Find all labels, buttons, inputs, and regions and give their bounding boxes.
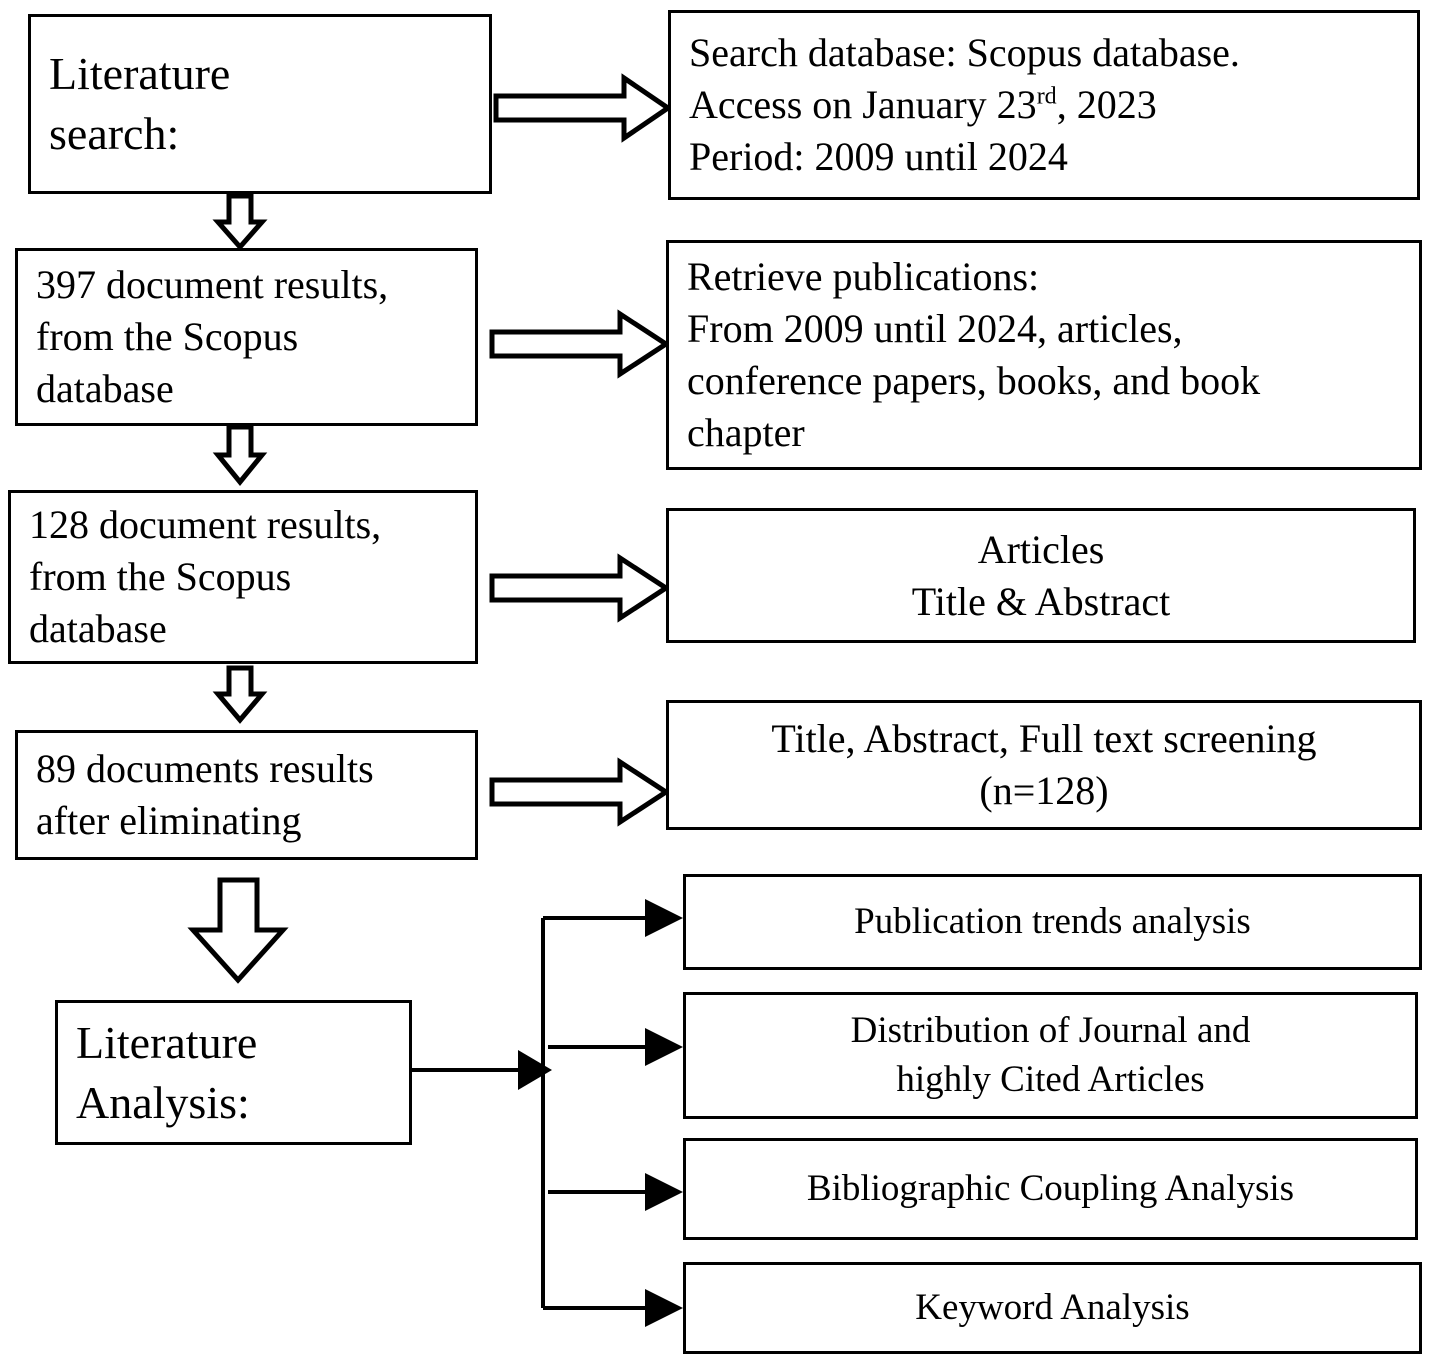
arrow-397-to-retrieve — [489, 309, 671, 379]
arrow-branch-to-keyword-analysis-head — [645, 1289, 683, 1327]
node-search-database-line-2-suffix: , 2023 — [1056, 82, 1157, 127]
node-search-database-line-1: Search database: Scopus database. — [689, 30, 1240, 75]
node-screening: Title, Abstract, Full text screening (n=… — [666, 700, 1422, 830]
node-search-database-ordinal: rd — [1036, 83, 1057, 110]
node-keyword-analysis: Keyword Analysis — [683, 1262, 1422, 1354]
node-search-database-line-2: Access on January 23rd, 2023 — [689, 79, 1157, 131]
node-literature-search-line-1: Literature — [49, 48, 231, 100]
node-journal-distribution-line-2: highly Cited Articles — [896, 1058, 1205, 1100]
node-results-89: 89 documents results after eliminating — [15, 730, 478, 860]
arrow-397-down-to-128 — [212, 424, 268, 486]
node-publication-trends: Publication trends analysis — [683, 874, 1422, 970]
node-publication-trends-line-1: Publication trends analysis — [854, 900, 1251, 942]
arrow-branch-to-publication-trends-head — [645, 899, 683, 937]
node-retrieve-publications-line-1: Retrieve publications: — [687, 254, 1040, 299]
node-keyword-analysis-line-1: Keyword Analysis — [915, 1286, 1190, 1328]
node-literature-analysis-line-1: Literature — [76, 1016, 258, 1068]
arrow-search-to-database — [493, 73, 673, 143]
node-articles-line-2: Title & Abstract — [911, 578, 1171, 624]
node-results-128-line-1: 128 document results, — [29, 502, 382, 547]
node-literature-search-line-2: search: — [49, 108, 180, 159]
arrow-branch-to-bibliographic-coupling-head — [645, 1173, 683, 1211]
node-results-397-line-3: database — [36, 366, 174, 411]
node-journal-distribution-line-1: Distribution of Journal and — [850, 1010, 1251, 1052]
node-results-397: 397 document results, from the Scopus da… — [15, 248, 478, 426]
node-results-397-line-2: from the Scopus — [36, 314, 299, 359]
node-results-89-line-1: 89 documents results — [36, 746, 374, 791]
arrow-89-down-to-analysis — [187, 877, 289, 984]
node-results-128: 128 document results, from the Scopus da… — [8, 490, 478, 664]
node-retrieve-publications-line-3: conference papers, books, and book — [687, 358, 1261, 403]
arrow-128-to-articles — [489, 553, 671, 623]
node-retrieve-publications-line-4: chapter — [687, 410, 805, 455]
arrow-branch-to-journal-distribution-head — [645, 1028, 683, 1066]
arrow-analysis-to-branch-trunk-head — [518, 1050, 552, 1090]
node-bibliographic-coupling-line-1: Bibliographic Coupling Analysis — [806, 1167, 1295, 1209]
node-literature-analysis: Literature Analysis: — [55, 1000, 412, 1145]
node-results-128-line-2: from the Scopus — [29, 554, 292, 599]
node-results-89-line-2: after eliminating — [36, 798, 302, 843]
node-articles: Articles Title & Abstract — [666, 508, 1416, 643]
node-results-128-line-3: database — [29, 606, 167, 651]
node-search-database-line-3: Period: 2009 until 2024 — [689, 134, 1068, 179]
node-screening-line-2: (n=128) — [979, 768, 1109, 813]
node-literature-analysis-line-2: Analysis: — [76, 1076, 250, 1128]
node-articles-line-1: Articles — [977, 526, 1105, 572]
node-retrieve-publications: Retrieve publications: From 2009 until 2… — [666, 240, 1422, 470]
node-bibliographic-coupling: Bibliographic Coupling Analysis — [683, 1138, 1418, 1240]
node-results-397-line-1: 397 document results, — [36, 262, 389, 307]
arrow-89-to-screening — [489, 757, 671, 827]
node-journal-distribution: Distribution of Journal and highly Cited… — [683, 992, 1418, 1119]
node-literature-search: Literature search: — [28, 14, 492, 194]
arrow-128-down-to-89 — [212, 665, 268, 724]
node-search-database-line-2-prefix: Access on January 23 — [689, 82, 1037, 127]
node-screening-line-1: Title, Abstract, Full text screening — [771, 716, 1317, 761]
node-search-database: Search database: Scopus database. Access… — [668, 10, 1420, 200]
node-retrieve-publications-line-2: From 2009 until 2024, articles, — [687, 306, 1183, 351]
arrow-search-down-to-397 — [212, 193, 268, 251]
